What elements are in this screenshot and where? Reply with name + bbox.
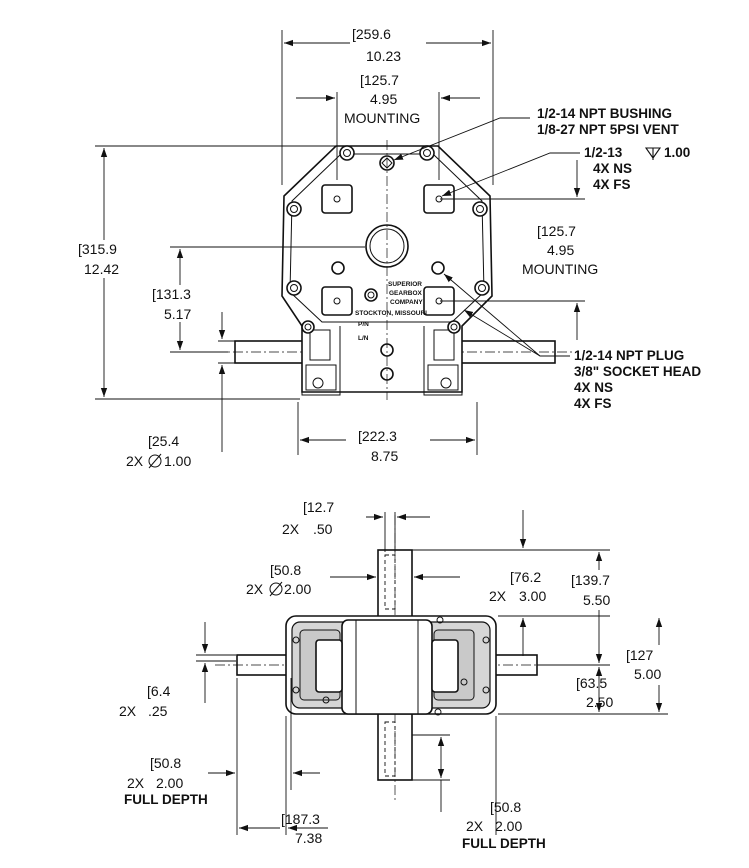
dim-shaft-dia-in: 1.00 bbox=[164, 453, 191, 469]
dim-width-overall-in: 10.23 bbox=[366, 48, 401, 64]
depth-symbol-icon bbox=[644, 147, 662, 160]
nameplate-line-4: STOCKTON, MISSOURI bbox=[355, 310, 427, 317]
dim-half-depth-mm: [63.5 bbox=[576, 675, 607, 691]
callout-tap-line2: 4X NS bbox=[593, 161, 632, 176]
dim-keyway-bottom-in: 2.00 bbox=[495, 818, 522, 834]
callout-bushing-line1: 1/2-14 NPT BUSHING bbox=[537, 106, 672, 121]
dim-keyway-bottom-note: FULL DEPTH bbox=[462, 836, 546, 851]
dim-shaft-height-in: 5.17 bbox=[164, 306, 191, 322]
dim-shaft-height-mm: [131.3 bbox=[152, 286, 191, 302]
dim-top-shaft-dia-in: 2.00 bbox=[284, 581, 311, 597]
callout-plug-line1: 1/2-14 NPT PLUG bbox=[574, 348, 684, 363]
dim-mounting-side-mm: [125.7 bbox=[537, 223, 576, 239]
diameter-symbol-icon bbox=[148, 453, 162, 469]
dim-keyway-bottom-prefix: 2X bbox=[466, 818, 484, 834]
callout-bushing-line2: 1/8-27 NPT 5PSI VENT bbox=[537, 122, 680, 137]
dim-mounting-top-label: MOUNTING bbox=[344, 110, 420, 126]
dim-overall-shaft-mm: [139.7 bbox=[571, 572, 610, 588]
dim-height-overall-mm: [315.9 bbox=[78, 241, 117, 257]
dim-key-depth-mm: [6.4 bbox=[147, 683, 171, 699]
nameplate-line-2: GEARBOX bbox=[389, 290, 423, 297]
dim-base-width-in: 8.75 bbox=[371, 448, 398, 464]
dim-top-shaft-dia-prefix: 2X bbox=[246, 581, 264, 597]
dim-body-depth-in: 5.00 bbox=[634, 666, 661, 682]
callout-tap-line1: 1/2-13 bbox=[584, 145, 623, 160]
dim-shaft-dia-mm: [25.4 bbox=[148, 433, 179, 449]
dim-keyway-left-prefix: 2X bbox=[127, 775, 145, 791]
plug-right bbox=[431, 261, 445, 275]
mounting-pads bbox=[321, 184, 455, 316]
dim-mounting-top-mm: [125.7 bbox=[360, 72, 399, 88]
front-view: SUPERIOR GEARBOX COMPANY STOCKTON, MISSO… bbox=[78, 26, 701, 469]
dim-keyway-left-note: FULL DEPTH bbox=[124, 792, 208, 807]
dim-key-depth-prefix: 2X bbox=[119, 703, 137, 719]
dim-mounting-side-in: 4.95 bbox=[547, 242, 574, 258]
nameplate-line-1: SUPERIOR bbox=[388, 281, 422, 288]
nameplate-line-5: P/N bbox=[358, 321, 369, 328]
nameplate-line-3: COMPANY bbox=[390, 299, 423, 306]
dim-top-shaft-dia-mm: [50.8 bbox=[270, 562, 301, 578]
dim-keyway-bottom-mm: [50.8 bbox=[490, 799, 521, 815]
dim-key-width-in: .50 bbox=[313, 521, 333, 537]
dim-base-width-mm: [222.3 bbox=[358, 428, 397, 444]
dim-body-depth-mm: [127 bbox=[626, 647, 653, 663]
dim-shaft-dia-prefix: 2X bbox=[126, 453, 144, 469]
dim-keyway-left-in: 2.00 bbox=[156, 775, 183, 791]
dim-body-width-in: 7.38 bbox=[295, 830, 322, 846]
dim-shaft-len-in: 3.00 bbox=[519, 588, 546, 604]
dim-shaft-len-prefix: 2X bbox=[489, 588, 507, 604]
dim-keyway-left-mm: [50.8 bbox=[150, 755, 181, 771]
dim-half-depth-in: 2.50 bbox=[586, 694, 613, 710]
callout-plug-line2: 3/8" SOCKET HEAD bbox=[574, 364, 701, 379]
callout-plug-line4: 4X FS bbox=[574, 396, 612, 411]
diameter-symbol-icon bbox=[269, 581, 283, 597]
callout-tap-depth: 1.00 bbox=[664, 145, 690, 160]
housing-bolt-bosses bbox=[286, 145, 490, 334]
nameplate: SUPERIOR GEARBOX COMPANY STOCKTON, MISSO… bbox=[355, 281, 427, 342]
dim-key-width-prefix: 2X bbox=[282, 521, 300, 537]
dim-shaft-len-mm: [76.2 bbox=[510, 569, 541, 585]
top-view: [12.7 2X .50 [50.8 2X 2.00 [76.2 2X 3.00… bbox=[119, 499, 668, 851]
plug-left bbox=[331, 261, 345, 275]
dim-height-overall-in: 12.42 bbox=[84, 261, 119, 277]
dim-overall-shaft-in: 5.50 bbox=[583, 592, 610, 608]
dim-key-width-mm: [12.7 bbox=[303, 499, 334, 515]
callout-tap-line3: 4X FS bbox=[593, 177, 631, 192]
dim-key-depth-in: .25 bbox=[148, 703, 168, 719]
dim-mounting-top-in: 4.95 bbox=[370, 91, 397, 107]
dim-body-width-mm: [187.3 bbox=[281, 811, 320, 827]
dim-width-overall-mm: [259.6 bbox=[352, 26, 391, 42]
nameplate-line-6: L/N bbox=[358, 335, 369, 342]
dim-mounting-side-label: MOUNTING bbox=[522, 261, 598, 277]
callout-plug-line3: 4X NS bbox=[574, 380, 613, 395]
